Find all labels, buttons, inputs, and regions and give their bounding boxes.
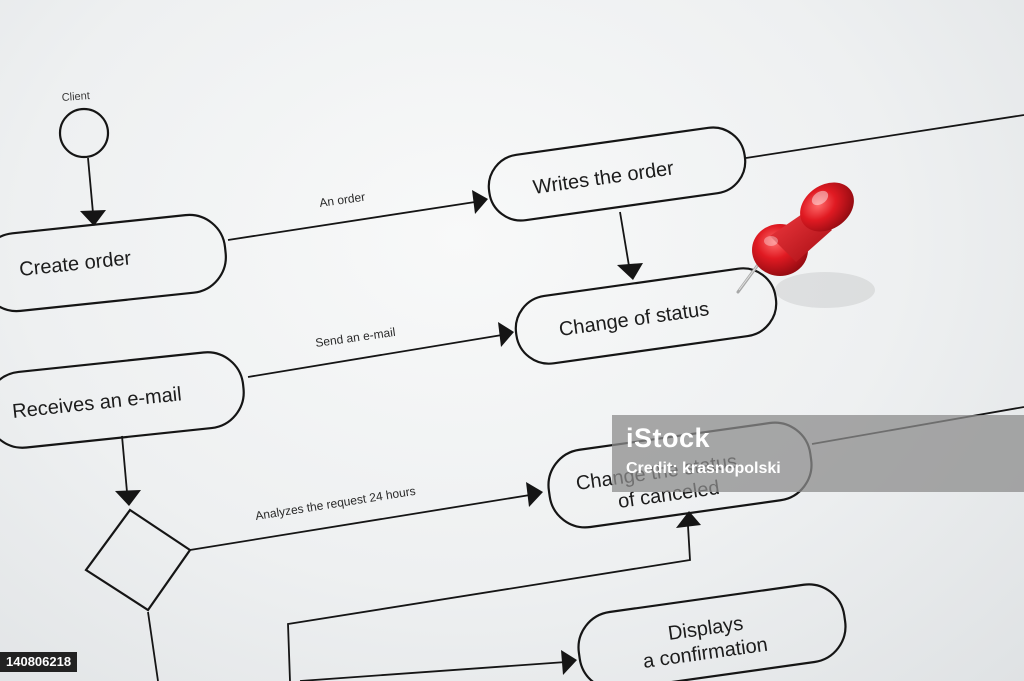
client-start-circle: [58, 107, 110, 159]
decision-diamond: [84, 508, 192, 612]
edge-decision-down: [147, 611, 159, 681]
watermark-credit: Credit: krasnopolski: [626, 460, 781, 477]
arrow-receives-to-decision: [121, 435, 128, 493]
edge-send-email: [247, 334, 503, 378]
node-create-order: [0, 213, 227, 313]
edge-an-order-label: An order: [318, 190, 366, 210]
node-receives-email-label: Receives an e-mail: [11, 383, 182, 423]
edge-analyzes: [189, 494, 531, 551]
arrowhead-displays: [561, 650, 577, 675]
node-change-status: [514, 267, 778, 365]
node-writes-order-label: Writes the order: [532, 157, 676, 199]
red-pushpin: [736, 182, 875, 308]
edge-an-order: [227, 201, 476, 241]
edge-to-displays: [299, 661, 567, 681]
arrow-writes-to-status: [619, 211, 630, 267]
arrowhead-send-email: [498, 322, 514, 347]
edge-writes-exit: [745, 114, 1024, 159]
arrowhead-an-order: [472, 190, 488, 214]
arrowhead-writes: [617, 263, 643, 280]
image-id-badge: 140806218: [0, 652, 78, 672]
arrowhead-client: [80, 210, 106, 226]
edge-loop-to-canceled: [287, 525, 691, 681]
client-label: Client: [61, 90, 90, 104]
node-writes-order: [487, 126, 747, 222]
node-create-order-label: Create order: [18, 247, 132, 281]
node-change-status-label: Change of status: [558, 298, 711, 341]
arrow-client-to-create: [87, 157, 94, 214]
node-receives-email: [0, 351, 245, 449]
arrowhead-receives: [115, 490, 141, 506]
arrowhead-loop: [676, 511, 701, 528]
watermark-banner: iStock Credit: krasnopolski: [612, 415, 1024, 492]
node-displays-confirmation: [577, 583, 847, 681]
watermark-logo: iStock: [626, 423, 711, 453]
edge-send-email-label: Send an e-mail: [314, 325, 396, 350]
arrowhead-analyzes: [526, 482, 543, 507]
